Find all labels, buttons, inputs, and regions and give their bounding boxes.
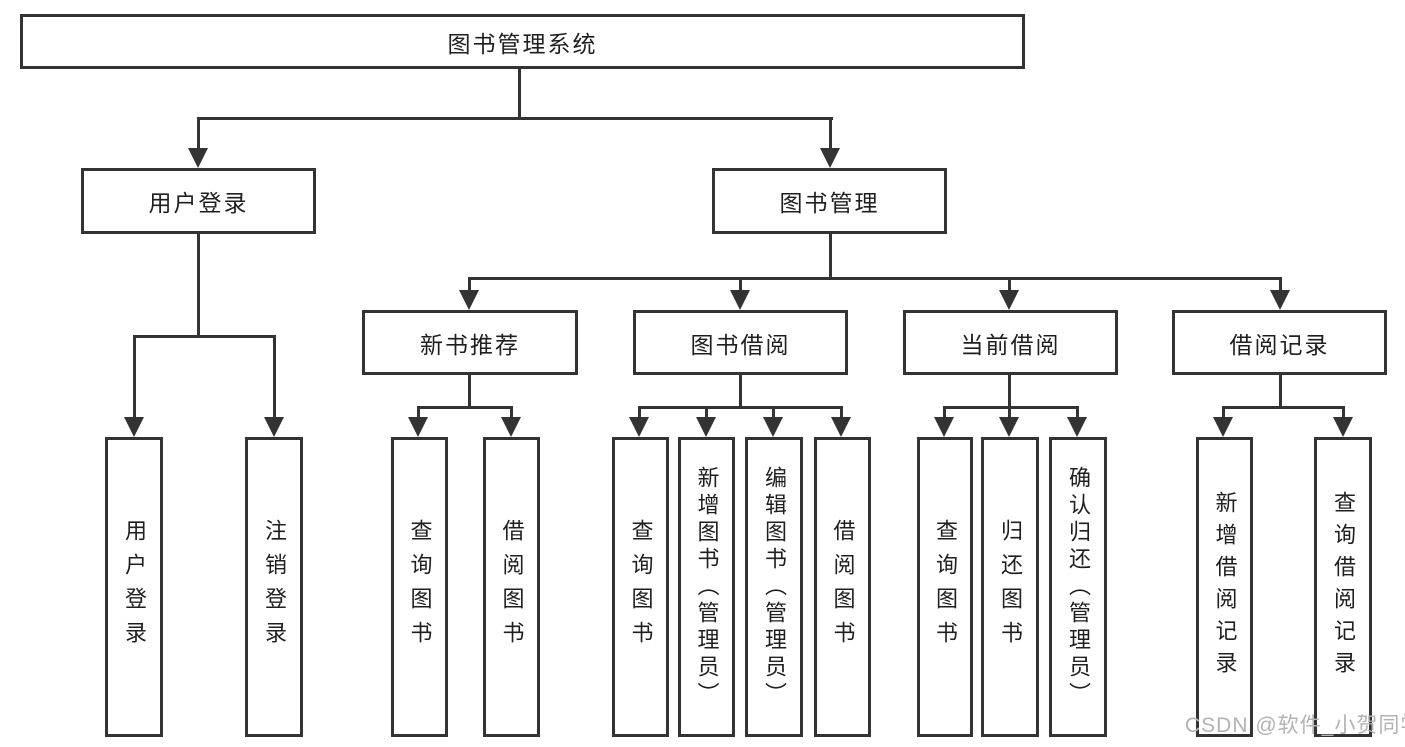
arrowhead-icon [264,417,284,437]
arrowhead-icon [1333,417,1353,437]
node-current-borrow: 当前借阅 [903,310,1118,375]
arrowhead-icon [763,417,783,437]
connector [1342,406,1345,424]
node-book-borrow-label: 图书借阅 [690,331,791,358]
leaf-borrow-books-2: 借阅图书 [814,437,871,737]
arrowhead-icon [999,417,1019,437]
leaf-borrow-books-2-label: 借阅图书 [830,519,856,655]
connector [518,68,521,120]
node-borrow-records-label: 借阅记录 [1229,331,1330,358]
connector [197,117,200,152]
connector [273,335,276,423]
arrowhead-icon [1270,290,1290,310]
node-new-book-recommend: 新书推荐 [362,310,578,375]
leaf-add-books-admin: 新增图书（管理员） [678,437,735,737]
connector [197,234,200,338]
connector [705,406,708,424]
leaf-user-login: 用户登录 [105,437,163,737]
node-book-management-label: 图书管理 [779,190,880,216]
leaf-query-books-1-label: 查询图书 [407,519,433,655]
node-user-login-label: 用户登录 [148,190,249,216]
connector [468,277,471,295]
connector [1222,406,1225,424]
arrowhead-icon [501,417,521,437]
leaf-return-books: 归还图书 [981,437,1039,737]
connector [133,335,276,338]
leaf-user-login-label: 用户登录 [122,519,147,655]
arrowhead-icon [730,290,750,310]
arrowhead-icon [934,417,954,437]
node-borrow-records: 借阅记录 [1172,310,1387,375]
leaf-confirm-return-admin-label: 确认归还（管理员） [1066,465,1091,709]
leaf-edit-books-admin: 编辑图书（管理员） [745,437,803,737]
connector [840,406,843,424]
connector [1008,406,1011,424]
leaf-borrow-books-1: 借阅图书 [483,437,540,737]
connector [197,117,833,120]
connector [739,375,742,409]
connector [638,406,641,424]
arrowhead-icon [831,417,851,437]
leaf-add-borrow-record: 新增借阅记录 [1196,437,1253,737]
node-current-borrow-label: 当前借阅 [960,331,1061,358]
leaf-confirm-return-admin: 确认归还（管理员） [1049,437,1107,737]
leaf-return-books-label: 归还图书 [998,519,1023,655]
leaf-logout-label: 注销登录 [262,519,287,655]
connector [468,277,1282,280]
connector [829,234,832,280]
connector [829,117,832,152]
node-root: 图书管理系统 [20,14,1025,69]
arrowhead-icon [124,417,144,437]
connector [1222,406,1344,409]
leaf-logout: 注销登录 [245,437,303,737]
node-book-management: 图书管理 [712,168,947,234]
connector [1279,375,1282,409]
csdn-watermark: CSDN @软件_小贺同学 [1185,714,1405,737]
leaf-query-books-2: 查询图书 [612,437,669,737]
connector [1076,406,1079,424]
connector [739,277,742,295]
leaf-query-books-1: 查询图书 [391,437,448,737]
leaf-add-books-admin-label: 新增图书（管理员） [694,465,720,709]
arrowhead-icon [629,417,649,437]
connector [943,406,946,424]
connector [510,406,513,424]
leaf-query-books-3-label: 查询图书 [933,519,958,655]
connector [772,406,775,424]
node-new-book-recommend-label: 新书推荐 [420,331,520,358]
leaf-add-borrow-record-label: 新增借阅记录 [1212,491,1238,683]
connector [468,375,471,409]
node-root-label: 图书管理系统 [447,30,598,57]
arrowhead-icon [1213,417,1233,437]
connector [417,406,513,409]
arrowhead-icon [696,417,716,437]
connector [417,406,420,424]
connector [943,406,1079,409]
leaf-query-borrow-record-label: 查询借阅记录 [1331,491,1356,683]
arrowhead-icon [188,148,208,168]
arrowhead-icon [459,290,479,310]
connector [638,406,843,409]
leaf-borrow-books-1-label: 借阅图书 [499,519,525,655]
leaf-query-books-2-label: 查询图书 [628,519,654,655]
arrowhead-icon [999,290,1019,310]
leaf-query-books-3: 查询图书 [917,437,973,737]
leaf-edit-books-admin-label: 编辑图书（管理员） [762,465,787,709]
arrowhead-icon [1067,417,1087,437]
arrowhead-icon [820,148,840,168]
connector [1008,277,1011,295]
leaf-query-borrow-record: 查询借阅记录 [1314,437,1372,737]
connector [1008,375,1011,409]
node-user-login: 用户登录 [81,168,316,234]
arrowhead-icon [408,417,428,437]
node-book-borrow: 图书借阅 [633,310,848,375]
connector [133,335,136,423]
connector [1279,277,1282,295]
